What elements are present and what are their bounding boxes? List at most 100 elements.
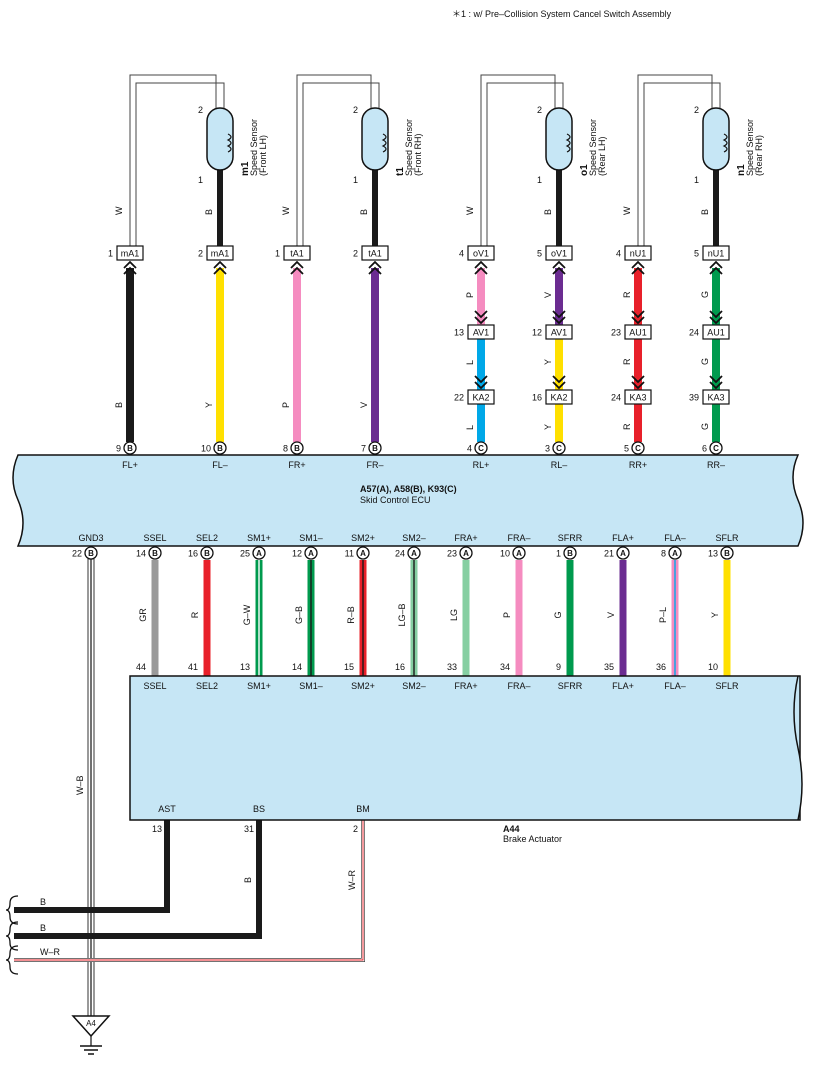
mid-sel2-wire-label: R — [190, 611, 200, 618]
mid-sfrr-ecu-pin-letter: B — [567, 549, 573, 558]
mid-sm1-act-term: SM1– — [299, 681, 323, 691]
sensor-o1-w-outer — [480, 74, 556, 246]
sensor-o1-ecu-w-term: RL+ — [473, 460, 490, 470]
sensor-m1-w-label: W — [114, 206, 124, 215]
sensor-o1-w-label: W — [465, 206, 475, 215]
act-bs-brace-icon — [5, 921, 19, 951]
act-bm-pin: 2 — [353, 824, 358, 834]
sensor-n1-line2: (Rear RH) — [754, 135, 764, 176]
sensor-t1-ecu-s-term: FR– — [366, 460, 383, 470]
actuator-code: A44 — [503, 824, 520, 834]
footnote: ＊1 : w/ Pre–Collision System Cancel Swit… — [452, 9, 672, 19]
sensor-n1-ecu-s-label: G — [700, 423, 710, 430]
mid-ssel-act-term: SSEL — [143, 681, 166, 691]
act-ast-brace-icon — [5, 895, 19, 925]
mid-fra-wire-label: LG — [449, 609, 459, 621]
sensor-o1-code: o1 — [579, 164, 590, 176]
sensor-o1-chev — [474, 316, 488, 325]
act-bm-term: BM — [356, 804, 370, 814]
sensor-n1-pin-top: 2 — [694, 105, 699, 115]
mid-sel2-act-term: SEL2 — [196, 681, 218, 691]
sensor-n1-coil-icon — [722, 133, 728, 153]
sensor-o1-ecu-s-pin-letter: C — [556, 444, 562, 453]
ecu-code: A57(A), A58(B), K93(C) — [360, 484, 457, 494]
mid-sm2-wire-label: R–B — [346, 606, 356, 624]
mid-fla-wire-label: V — [606, 612, 616, 618]
mid-sm1-ecu-pin-letter: A — [256, 549, 262, 558]
sensor-m1-ecu-s-pin-letter: B — [217, 444, 223, 453]
sensor-o1-c1w-connector — [467, 245, 495, 261]
sensor-m1-ecu-s-term: FL– — [212, 460, 228, 470]
act-bm-brace-icon — [5, 945, 19, 975]
sensor-o1-c3w-connector-name: KA2 — [472, 393, 489, 403]
sensor-o1-body — [545, 107, 573, 171]
mid-sflr-ecu-pin-circle — [720, 546, 734, 560]
mid-sflr-ecu-term: SFLR — [715, 533, 739, 543]
gnd-wire-label: W–B — [75, 775, 85, 795]
sensor-o1-chev — [474, 266, 488, 275]
sensor-m1-chev — [213, 266, 227, 275]
mid-fla-ecu-pin-circle — [616, 546, 630, 560]
mid-fla-ecu-term: FLA– — [664, 533, 686, 543]
sensor-n1-chev — [709, 260, 723, 269]
sensor-o1-c2w-connector-pin: 13 — [454, 328, 464, 338]
mid-sm1-wire-label: G–W — [242, 604, 252, 625]
sensor-n1-seg1-w-label: R — [622, 291, 632, 298]
mid-sm1-act-pin: 14 — [292, 662, 302, 672]
sensor-o1-ecu-w-pin-letter: C — [478, 444, 484, 453]
mid-sm2-ecu-term: SM2– — [402, 533, 426, 543]
mid-sm1-ecu-term: SM1+ — [247, 533, 271, 543]
ground-label: A4 — [86, 1019, 96, 1028]
sensor-n1-c3s-connector — [702, 389, 730, 405]
sensor-o1-c1s-connector-pin: 5 — [537, 249, 542, 259]
mid-fra-ecu-term: FRA+ — [454, 533, 477, 543]
sensor-t1-line1: Speed Sensor — [404, 119, 414, 176]
sensor-n1-w-label: W — [622, 206, 632, 215]
sensor-n1-chev — [631, 381, 645, 390]
gnd-pin-number: 22 — [72, 549, 82, 559]
ground-triangle — [71, 1015, 111, 1038]
sensor-o1-ecu-w-pin-number: 4 — [467, 444, 472, 454]
sensor-o1-seg2-s-label: Y — [543, 359, 553, 365]
sensor-m1-chev — [213, 260, 227, 269]
sensor-n1-c2s-connector — [702, 324, 730, 340]
mid-sel2-ecu-pin-circle — [200, 546, 214, 560]
mid-sm1-ecu-pin-number: 12 — [292, 549, 302, 559]
mid-sm2-act-pin: 16 — [395, 662, 405, 672]
mid-sm2-ecu-pin-letter: A — [411, 549, 417, 558]
mid-ssel-ecu-pin-letter: B — [152, 549, 158, 558]
sensor-o1-c2s-connector-pin: 12 — [532, 328, 542, 338]
sensor-n1-ecu-s-pin-circle — [709, 441, 723, 455]
sensor-n1-chev — [709, 375, 723, 384]
act-bs-wire-label: B — [243, 877, 253, 883]
actuator-name: Brake Actuator — [503, 834, 562, 844]
mid-fra-ecu-pin-circle — [459, 546, 473, 560]
sensor-t1-b-label: B — [359, 209, 369, 215]
sensor-o1-chev — [474, 310, 488, 319]
sensor-n1-c2w-connector-pin: 23 — [611, 328, 621, 338]
sensor-t1-c1w-connector-name: tA1 — [290, 249, 304, 259]
mid-sm1-ecu-term: SM1– — [299, 533, 323, 543]
sensor-t1-coil-icon — [381, 133, 387, 153]
sensor-t1-chev — [368, 266, 382, 275]
sensor-o1-c2w-connector — [467, 324, 495, 340]
sensor-t1-ecu-w-term: FR+ — [288, 460, 305, 470]
sensor-n1-c3w-connector-name: KA3 — [629, 393, 646, 403]
sensor-n1-c2w-connector-name: AU1 — [629, 328, 647, 338]
sensor-n1-chev — [709, 310, 723, 319]
mid-fra-ecu-pin-letter: A — [463, 549, 469, 558]
sensor-n1-c3s-connector-name: KA3 — [707, 393, 724, 403]
sensor-n1-c1w-connector-pin: 4 — [616, 249, 621, 259]
sensor-m1-pin-top: 2 — [198, 105, 203, 115]
mid-sflr-act-term: SFLR — [715, 681, 739, 691]
act-ast-pin: 13 — [152, 824, 162, 834]
act-bs-pin: 31 — [244, 824, 254, 834]
sensor-m1-ecu-w-pin-circle — [123, 441, 137, 455]
sensor-t1-ecu-w-pin-circle — [290, 441, 304, 455]
sensor-m1-c1s-connector-pin: 2 — [198, 249, 203, 259]
sensor-n1-b-label: B — [700, 209, 710, 215]
sensor-o1-w-inner — [486, 82, 564, 246]
mid-sel2-ecu-term: SEL2 — [196, 533, 218, 543]
sensor-m1-line1: Speed Sensor — [249, 119, 259, 176]
sensor-o1-chev — [552, 381, 566, 390]
